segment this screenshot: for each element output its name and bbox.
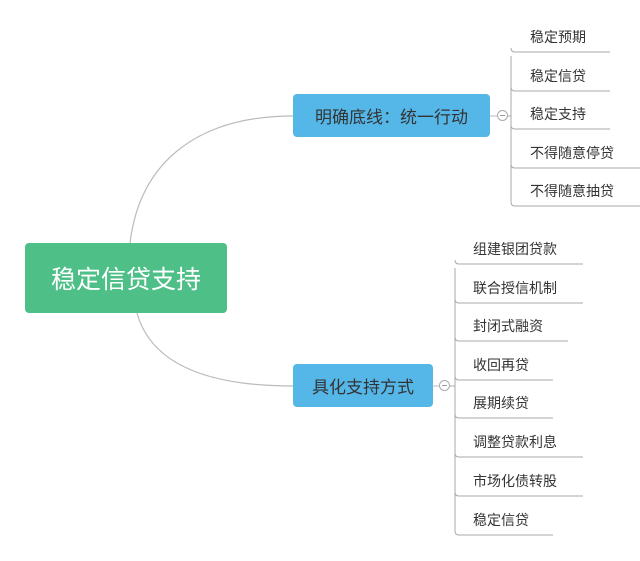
leaf-underline	[510, 163, 640, 169]
leaf-node[interactable]: 稳定信贷	[473, 513, 529, 529]
leaf-node[interactable]: 展期续贷	[473, 396, 529, 412]
leaf-node[interactable]: 稳定支持	[530, 107, 586, 123]
leaf-node[interactable]: 组建银团贷款	[473, 242, 557, 258]
connector-root-branch1	[129, 115, 294, 244]
leaf-underline	[454, 259, 583, 265]
connector-root-branch2	[136, 312, 294, 387]
branch-node-baseline[interactable]: 明确底线：统一行动	[293, 94, 490, 137]
leaf-node[interactable]: 收回再贷	[473, 358, 529, 374]
leaf-node[interactable]: 不得随意抽贷	[530, 184, 614, 200]
leaf-node[interactable]: 市场化债转股	[473, 474, 557, 490]
leaf-node[interactable]: 不得随意停贷	[530, 146, 614, 162]
leaf-node[interactable]: 联合授信机制	[473, 281, 557, 297]
branch-label: 具化支持方式	[312, 378, 414, 398]
leaf-underline	[454, 413, 553, 419]
leaf-underline	[454, 336, 568, 342]
leaf-underline	[510, 47, 610, 53]
leaf-node[interactable]: 稳定信贷	[530, 69, 586, 85]
branch-node-support-methods[interactable]: 具化支持方式	[293, 364, 433, 407]
collapse-toggle-icon[interactable]	[497, 110, 508, 121]
branch-label: 明确底线：统一行动	[315, 108, 468, 128]
leaf-node[interactable]: 封闭式融资	[473, 319, 543, 335]
leaf-underline	[454, 491, 583, 497]
collapse-toggle-icon[interactable]	[439, 380, 450, 391]
leaf-node[interactable]: 调整贷款利息	[473, 435, 557, 451]
leaf-node[interactable]: 稳定预期	[530, 30, 586, 46]
leaf-underline	[510, 201, 640, 207]
leaf-underline	[454, 375, 553, 381]
root-node[interactable]: 稳定信贷支持	[25, 243, 227, 313]
leaf-underline	[510, 86, 610, 92]
leaf-underline	[510, 124, 610, 130]
root-label: 稳定信贷支持	[50, 265, 201, 294]
leaf-underline	[454, 452, 583, 458]
leaf-underline	[454, 530, 553, 536]
leaf-underline	[454, 298, 583, 304]
